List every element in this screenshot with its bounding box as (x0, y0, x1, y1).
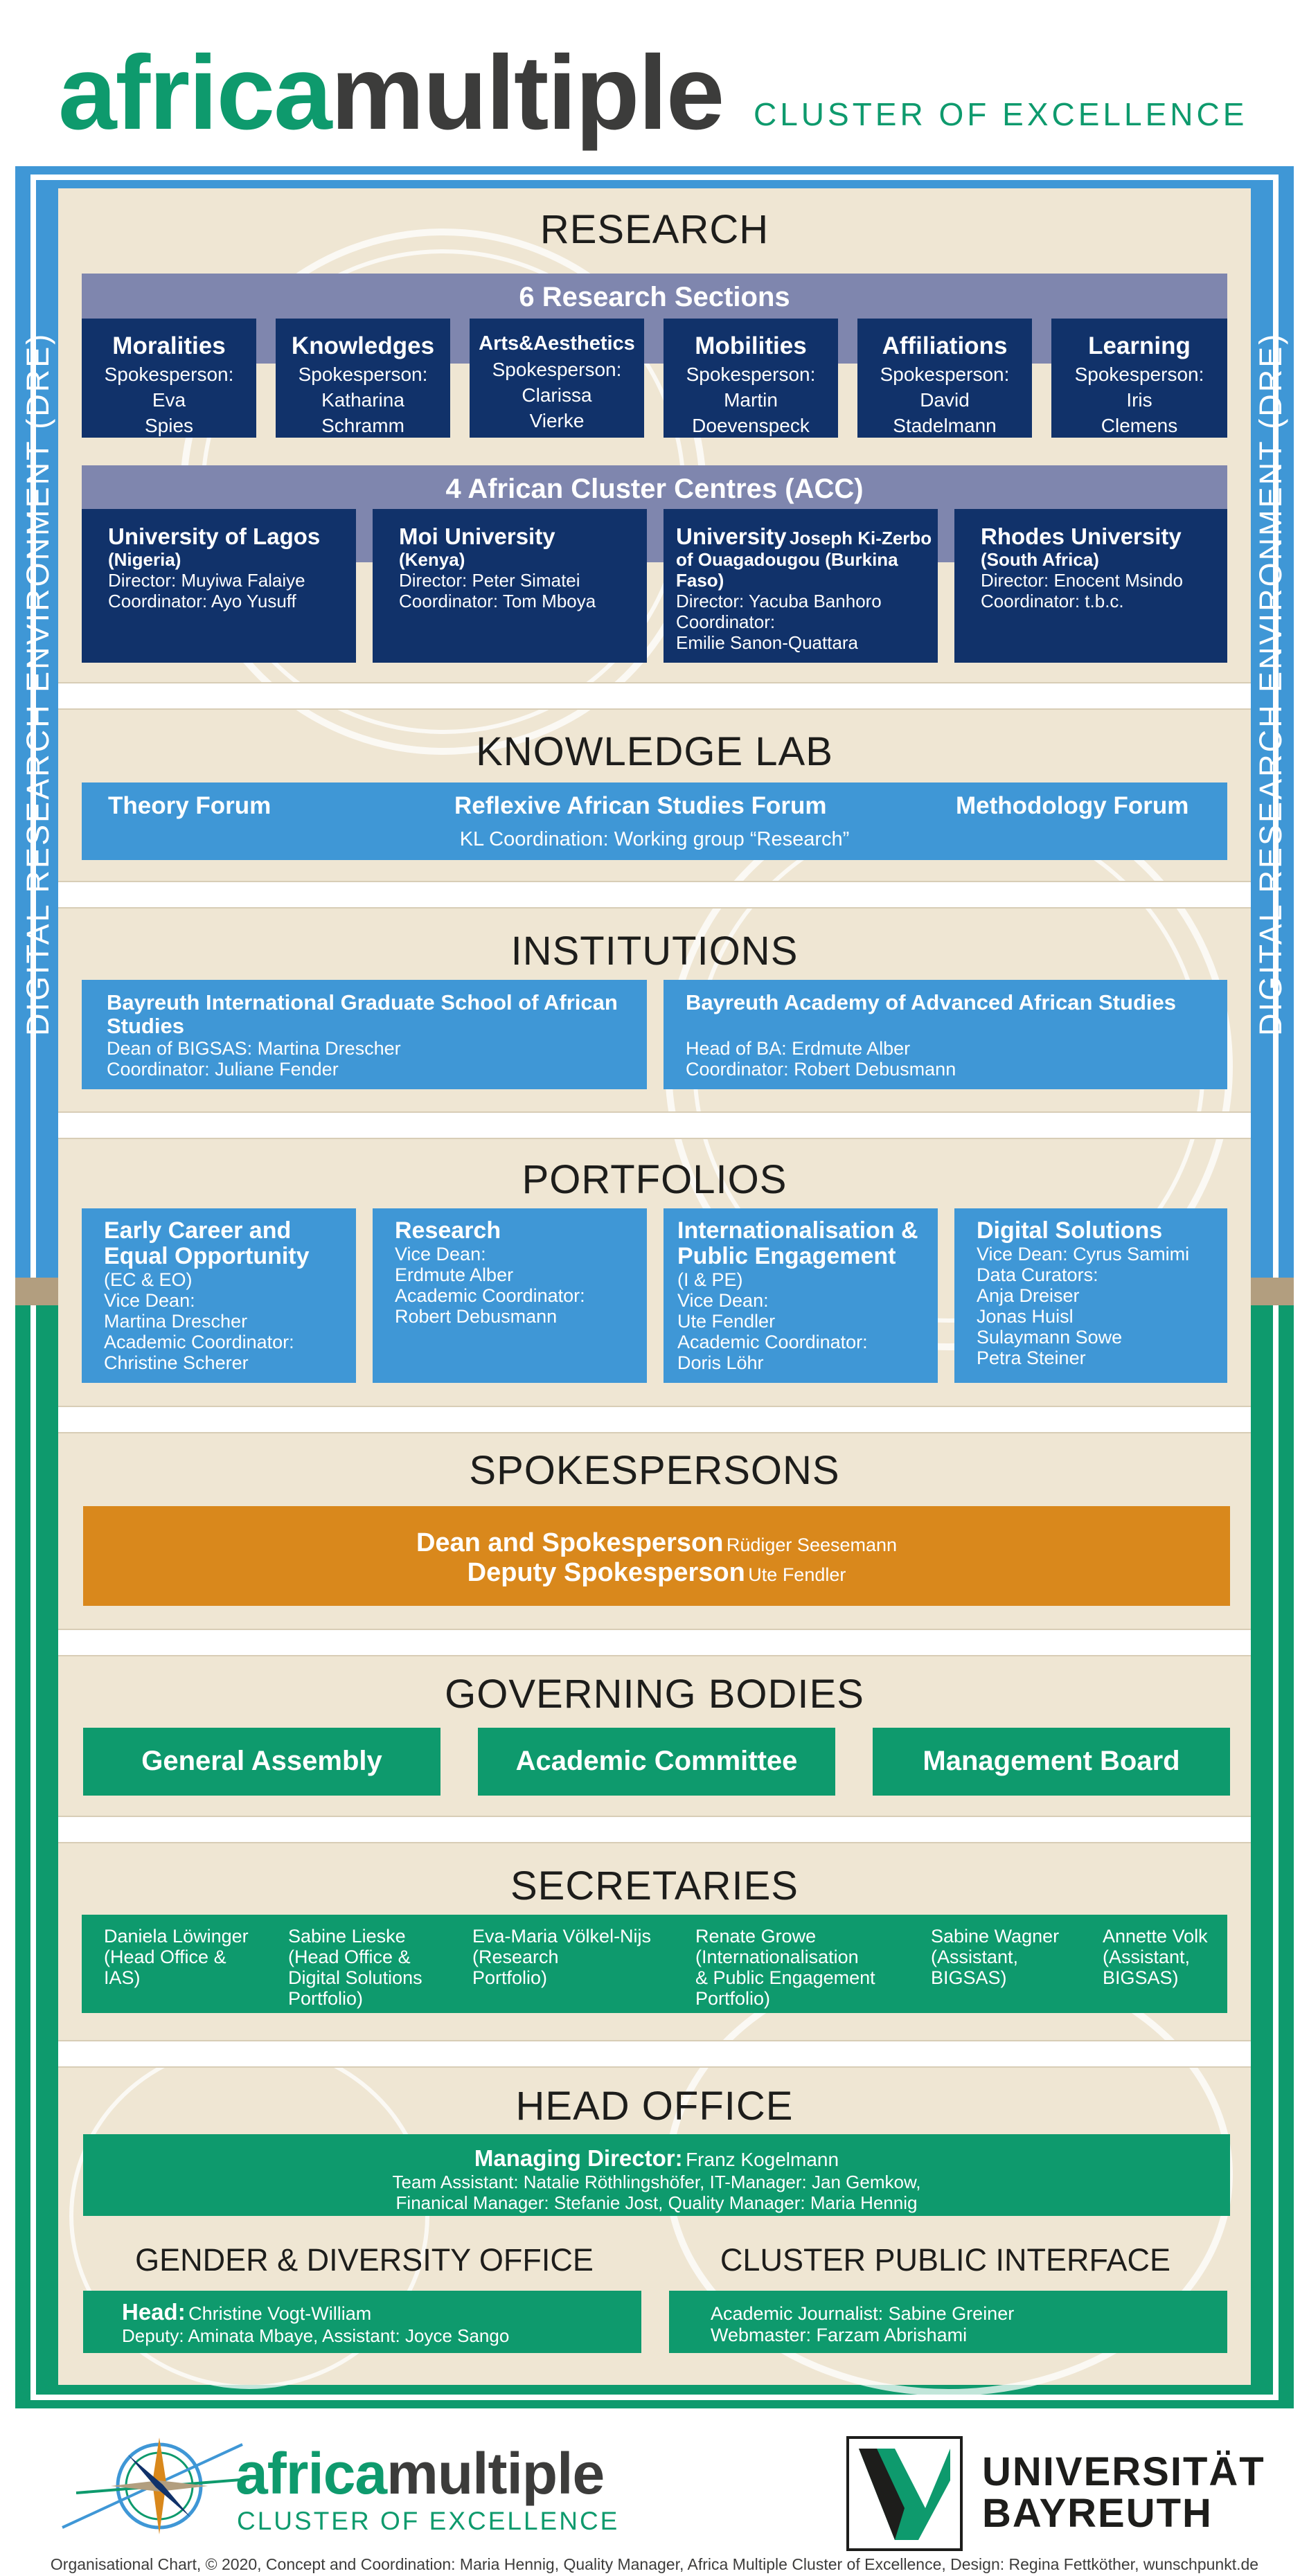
cluster-subtitle: CLUSTER OF EXCELLENCE (754, 96, 1248, 132)
section-divider (58, 2040, 1251, 2068)
frame-joint-left (15, 1278, 58, 1305)
footer-cluster-subtitle: CLUSTER OF EXCELLENCE (237, 2507, 620, 2535)
secretary-item: Sabine Wagner(Assistant,BIGSAS) (931, 1926, 1060, 1988)
credits-footer: Organisational Chart, © 2020, Concept an… (50, 2555, 1259, 2573)
head-office-staff-line2: Finanical Manager: Stefanie Jost, Qualit… (395, 2192, 918, 2213)
africamultiple-logo: africamultiple (58, 40, 724, 145)
knowledge-lab-title: KNOWLEDGE LAB (476, 729, 833, 774)
public-interface-box: Academic Journalist: Sabine Greiner Webm… (669, 2291, 1227, 2353)
section-divider (58, 1406, 1251, 1433)
management-board: Management Board (873, 1728, 1230, 1796)
theory-forum: Theory Forum (108, 792, 271, 819)
gender-diversity-box: Head: Christine Vogt-William Deputy: Ami… (83, 2291, 641, 2353)
frame-joint-right (1251, 1278, 1294, 1305)
footer-africamultiple-logo: africamultiple (235, 2441, 605, 2506)
section-divider (58, 682, 1251, 710)
dean-name: Rüdiger Seesemann (726, 1535, 898, 1555)
governing-bodies-title: GOVERNING BODIES (445, 1672, 864, 1717)
kl-coordination: KL Coordination: Working group “Research… (459, 828, 850, 850)
portfolios-title: PORTFOLIOS (522, 1157, 787, 1202)
secretary-item: Renate Growe(Internationalisation& Publi… (695, 1926, 875, 2009)
deputy-name: Ute Fendler (748, 1564, 846, 1585)
institution-bigsas: Bayreuth International Graduate School o… (82, 980, 647, 1089)
portfolio-early-career: Early Career and Equal Opportunity(EC & … (82, 1208, 356, 1383)
secretaries-title: SECRETARIES (510, 1863, 799, 1908)
knowledge-lab-box: Theory Forum Reflexive African Studies F… (82, 782, 1227, 860)
dre-label-right: DIGITAL RESEARCH ENVIRONMENT (DRE) (1253, 332, 1288, 1036)
spokespersons-title: SPOKESPERSONS (469, 1448, 840, 1493)
acc-university-ouagadougou: University Joseph Ki-Zerbo of Ouagadougo… (664, 509, 938, 663)
secretaries-box: Daniela Löwinger(Head Office &IAS) Sabin… (82, 1915, 1227, 2013)
green-frame-inner-line (30, 1302, 1279, 2400)
secretary-item: Daniela Löwinger(Head Office &IAS) (104, 1926, 249, 1988)
blue-frame-inner-line (30, 175, 1279, 1310)
dean-role: Dean and Spokesperson (416, 1528, 724, 1557)
section-divider (58, 1816, 1251, 1843)
managing-director-role: Managing Director: (474, 2145, 683, 2171)
institutions-title: INSTITUTIONS (510, 929, 799, 974)
managing-director-name: Franz Kogelmann (686, 2149, 839, 2170)
methodology-forum: Methodology Forum (956, 792, 1189, 819)
institution-bayreuth-academy: Bayreuth Academy of Advanced African Stu… (664, 980, 1227, 1089)
head-office-title: HEAD OFFICE (515, 2084, 794, 2129)
academic-committee: Academic Committee (478, 1728, 835, 1796)
general-assembly: General Assembly (83, 1728, 440, 1796)
section-divider (58, 1111, 1251, 1139)
reflexive-african-studies-forum: Reflexive African Studies Forum (454, 792, 827, 819)
gender-diversity-title: GENDER & DIVERSITY OFFICE (135, 2242, 594, 2278)
acc-university-of-lagos: University of Lagos(Nigeria)Director: Mu… (82, 509, 356, 663)
compass-logo-icon (42, 2431, 263, 2534)
spokespersons-box: Dean and Spokesperson Rüdiger Seesemann … (83, 1506, 1230, 1606)
secretary-item: Annette Volk(Assistant,BIGSAS) (1103, 1926, 1208, 1988)
acc-rhodes-university: Rhodes University(South Africa)Director:… (954, 509, 1227, 663)
section-divider (58, 1629, 1251, 1656)
dre-label-left: DIGITAL RESEARCH ENVIRONMENT (DRE) (20, 332, 55, 1036)
section-divider (58, 881, 1251, 909)
public-interface-title: CLUSTER PUBLIC INTERFACE (720, 2242, 1171, 2278)
acc-moi-university: Moi University(Kenya)Director: Peter Sim… (373, 509, 647, 663)
university-bayreuth-logo-icon (846, 2436, 963, 2551)
research-sections-header: 6 Research Sections (82, 274, 1227, 364)
logo-multiple-text: multiple (330, 34, 725, 152)
secretary-item: Sabine Lieske(Head Office &Digital Solut… (288, 1926, 422, 2009)
head-office-staff-line1: Team Assistant: Natalie Röthlingshöfer, … (392, 2172, 921, 2192)
deputy-role: Deputy Spokesperson (467, 1558, 745, 1587)
head-office-box: Managing Director: Franz Kogelmann Team … (83, 2134, 1230, 2216)
research-title: RESEARCH (540, 207, 769, 252)
portfolio-internationalisation: Internationalisation & Public Engagement… (664, 1208, 938, 1383)
logo-africa-text: africa (58, 34, 332, 152)
